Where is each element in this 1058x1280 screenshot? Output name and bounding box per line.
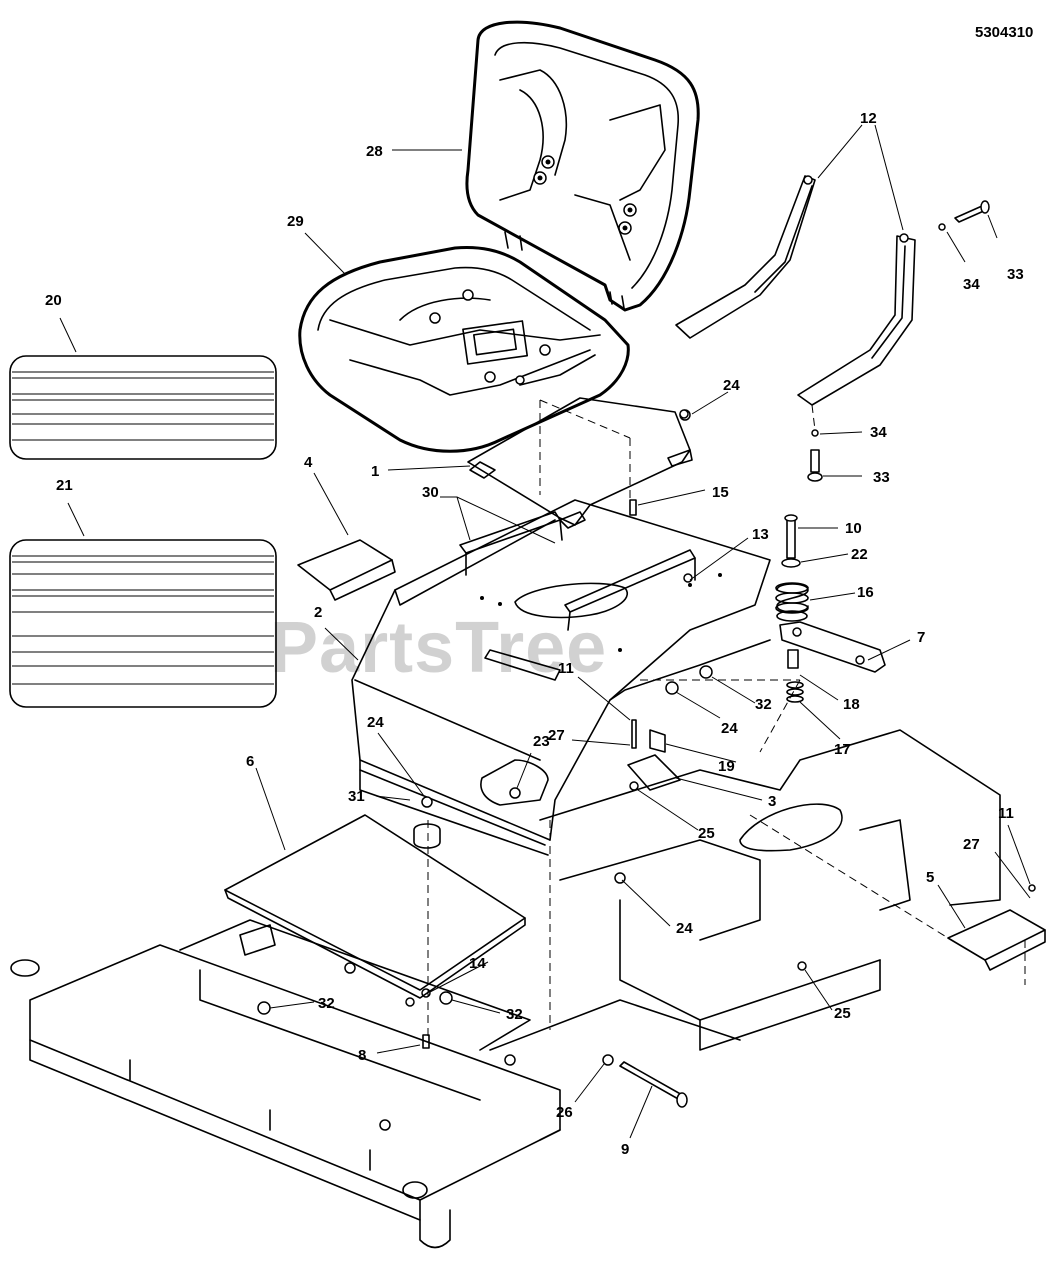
watermark: PartsTree: [270, 608, 607, 688]
callout-1: 1: [371, 463, 379, 480]
callout-27a: 27: [548, 727, 565, 744]
callout-22: 22: [851, 546, 868, 563]
seat-switch: [627, 729, 681, 791]
seat-back: [465, 20, 700, 312]
callout-18: 18: [843, 696, 860, 713]
callout-23: 23: [533, 733, 550, 750]
callout-20: 20: [45, 292, 62, 309]
callout-3: 3: [768, 793, 776, 810]
callout-24d: 24: [676, 920, 693, 937]
cover-plate-4: [297, 539, 396, 601]
bolt-33-top: [938, 200, 990, 231]
seat-support-console: [351, 499, 801, 856]
callout-33b: 33: [873, 469, 890, 486]
seat-bracket-right: [797, 233, 916, 406]
callout-5: 5: [926, 869, 934, 886]
callout-32b: 32: [506, 1006, 523, 1023]
callout-2: 2: [314, 604, 322, 621]
seat-cushion: [298, 246, 630, 453]
fasteners: [257, 409, 1036, 1108]
bolt-33-lower: [807, 404, 823, 482]
seat-bracket-left: [675, 175, 816, 339]
callout-11a: 11: [558, 660, 574, 677]
callout-32a: 32: [755, 696, 772, 713]
callout-25b: 25: [834, 1005, 851, 1022]
callout-16: 16: [857, 584, 874, 601]
callout-17: 17: [834, 741, 851, 758]
callout-24c: 24: [367, 714, 384, 731]
callout-30: 30: [422, 484, 439, 501]
callout-27b: 27: [963, 836, 980, 853]
leader-lines: [59, 124, 1031, 1139]
callout-11b: 11: [998, 805, 1014, 822]
seat-rails: [459, 511, 696, 631]
callout-24a: 24: [723, 377, 740, 394]
callout-7: 7: [917, 629, 925, 646]
callout-6: 6: [246, 753, 254, 770]
callout-26: 26: [556, 1104, 573, 1121]
mower-frame: [10, 729, 1001, 1249]
callout-29: 29: [287, 213, 304, 230]
callout-33a: 33: [1007, 266, 1024, 283]
callout-21: 21: [56, 477, 73, 494]
callout-14: 14: [469, 955, 486, 972]
decal-21: [9, 539, 277, 708]
callout-8: 8: [358, 1047, 366, 1064]
callout-9: 9: [621, 1141, 629, 1158]
floor-plate-6: [224, 814, 551, 1040]
callout-28: 28: [366, 143, 383, 160]
callout-19: 19: [718, 758, 735, 775]
callout-32c: 32: [318, 995, 335, 1012]
callout-25a: 25: [698, 825, 715, 842]
callout-24b: 24: [721, 720, 738, 737]
callout-15: 15: [712, 484, 729, 501]
callout-13: 13: [752, 526, 769, 543]
callout-10: 10: [845, 520, 862, 537]
callout-34a: 34: [963, 276, 980, 293]
decal-20: [9, 355, 277, 460]
callout-4: 4: [304, 454, 313, 471]
callout-labels: 28 29 20 21 12 33 34 34 33 24 1 15 4 30 …: [45, 110, 1024, 1158]
callout-34b: 34: [870, 424, 887, 441]
cover-plate-5: [749, 814, 1046, 985]
spring-assembly: [775, 514, 886, 703]
callout-31: 31: [348, 788, 365, 805]
callout-12: 12: [860, 110, 877, 127]
seat-pan: [467, 397, 693, 529]
diagram-code: 5304310: [975, 24, 1033, 41]
